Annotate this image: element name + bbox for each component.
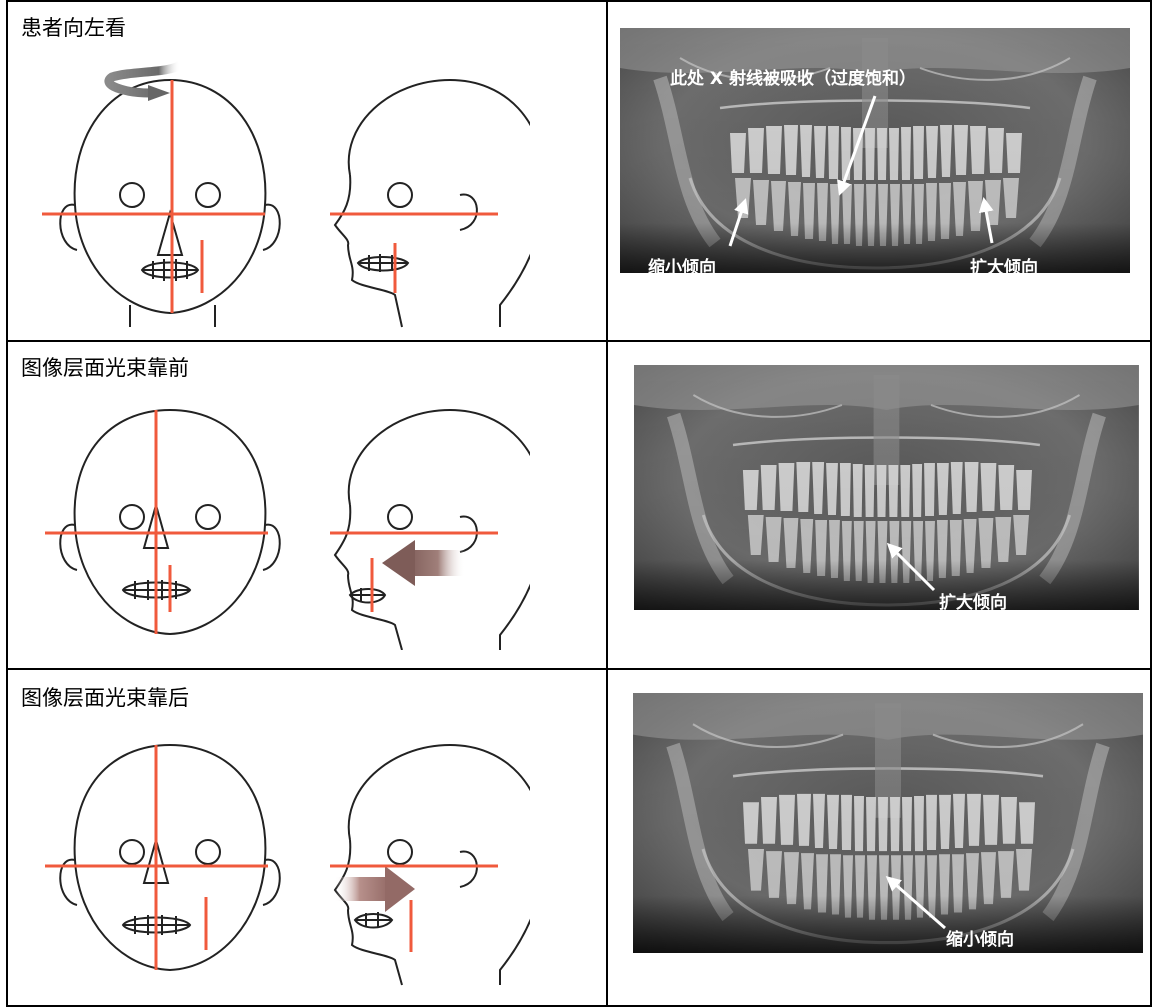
head-diagram-beam-backward xyxy=(30,720,530,990)
xray-image-looking-left: 此处 X 射线被吸收（过度饱和） 缩小倾向 扩大倾向 xyxy=(620,28,1130,288)
push-arrow-icon xyxy=(382,540,465,586)
table-row-divider xyxy=(6,668,1152,670)
xray-label-absorbed: 此处 X 射线被吸收（过度饱和） xyxy=(670,68,916,89)
head-diagram-beam-forward xyxy=(30,400,530,650)
xray-label-reduce: 缩小倾向 xyxy=(648,257,716,278)
row-title: 患者向左看 xyxy=(21,12,126,42)
row-title: 图像层面光束靠后 xyxy=(21,682,189,712)
xray-image-beam-backward: 缩小倾向 xyxy=(633,693,1143,958)
table-border-left xyxy=(6,0,8,1007)
table-row-divider xyxy=(6,340,1152,342)
xray-image-beam-forward: 扩大倾向 xyxy=(634,365,1139,620)
xray-label-reduce: 缩小倾向 xyxy=(946,929,1014,950)
table-border-bottom xyxy=(6,1005,1152,1007)
table-border-top xyxy=(6,0,1152,2)
front-head xyxy=(60,80,280,327)
table-border-right xyxy=(1150,0,1152,1007)
side-head xyxy=(335,80,530,327)
front-head xyxy=(60,745,280,970)
side-head xyxy=(335,410,530,650)
table-column-divider xyxy=(606,0,608,1007)
head-diagram-looking-left xyxy=(30,55,530,335)
row-title: 图像层面光束靠前 xyxy=(21,352,189,382)
xray-label-enlarge: 扩大倾向 xyxy=(939,592,1007,613)
xray-label-enlarge: 扩大倾向 xyxy=(970,257,1038,278)
